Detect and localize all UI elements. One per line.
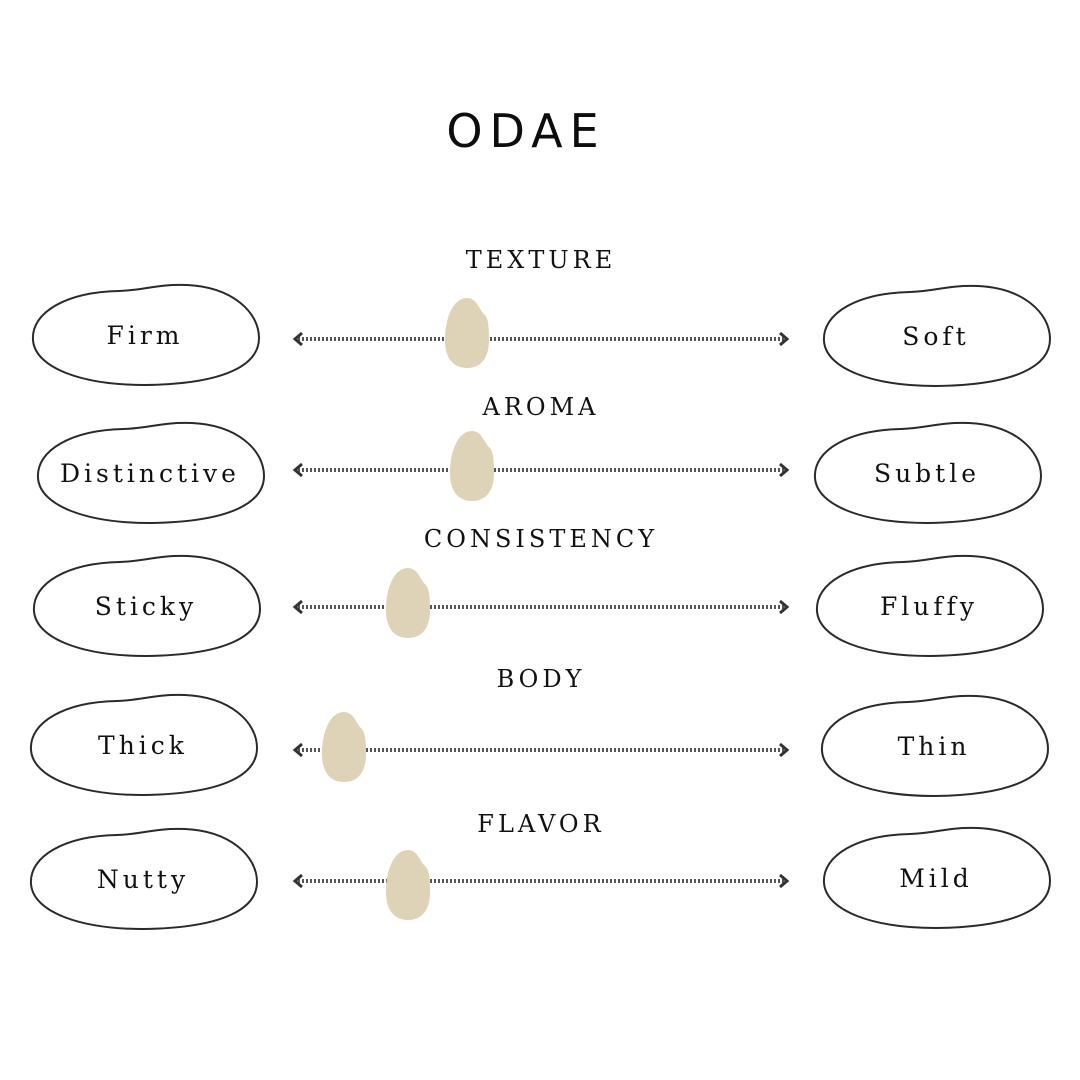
rice-grain-marker[interactable] [443, 296, 491, 370]
rice-grain-marker[interactable] [448, 429, 496, 503]
left-pole-text: Thick [98, 730, 188, 760]
slider-track-texture [290, 298, 792, 368]
right-pole-texture: Soft [818, 283, 1054, 389]
left-pole-text: Nutty [96, 864, 190, 894]
rice-grain-marker[interactable] [384, 848, 432, 922]
right-pole-text: Soft [902, 321, 970, 351]
rice-grain-marker[interactable] [320, 710, 368, 784]
left-pole-text: Firm [106, 320, 184, 350]
brand-title: ODAE [446, 104, 606, 158]
slider-track-consistency [290, 568, 792, 638]
right-pole-consistency: Fluffy [811, 553, 1047, 659]
scale-label-body: BODY [496, 665, 586, 693]
scale-label-aroma: AROMA [482, 393, 600, 421]
right-pole-text: Subtle [873, 458, 981, 488]
rice-grain-marker[interactable] [384, 566, 432, 640]
scale-label-texture: TEXTURE [465, 246, 617, 274]
left-pole-text: Distinctive [60, 458, 240, 488]
slider-track-aroma [290, 431, 792, 501]
left-pole-text: Sticky [94, 591, 198, 621]
right-pole-text: Thin [897, 731, 971, 761]
right-pole-text: Fluffy [879, 591, 979, 621]
left-pole-body: Thick [25, 692, 261, 798]
right-pole-body: Thin [816, 693, 1052, 799]
left-pole-aroma: Distinctive [32, 420, 268, 526]
slider-track-body [290, 712, 792, 782]
scale-label-consistency: CONSISTENCY [423, 525, 659, 553]
left-pole-texture: Firm [27, 282, 263, 388]
slider-track-flavor [290, 850, 792, 920]
right-pole-text: Mild [899, 863, 973, 893]
left-pole-flavor: Nutty [25, 826, 261, 932]
right-pole-flavor: Mild [818, 825, 1054, 931]
right-pole-aroma: Subtle [809, 420, 1045, 526]
left-pole-consistency: Sticky [28, 553, 264, 659]
scale-label-flavor: FLAVOR [477, 810, 605, 838]
